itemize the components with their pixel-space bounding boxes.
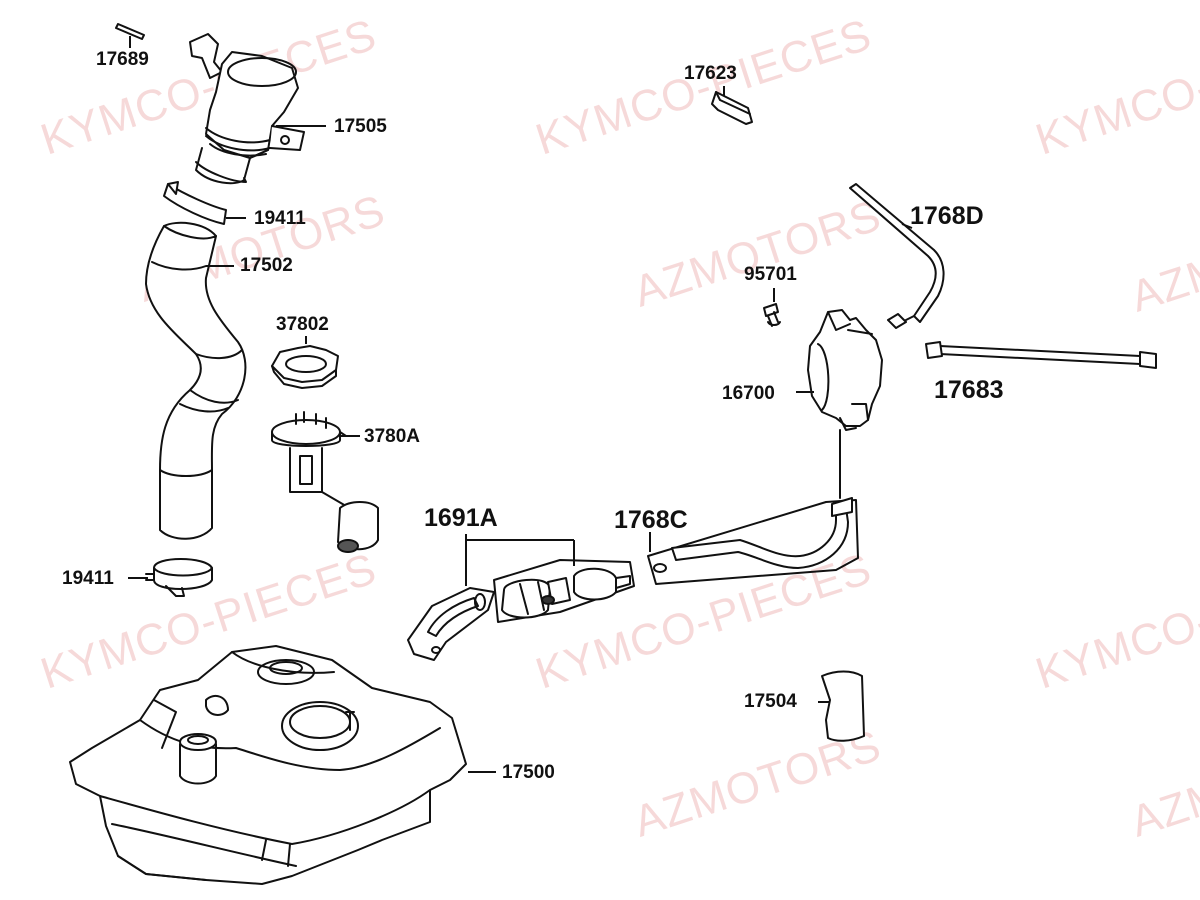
part-label-17504: 17504 — [744, 691, 797, 712]
part-label-1768D: 1768D — [910, 202, 984, 230]
part-label-3780A: 3780A — [364, 426, 420, 447]
part-label-37802: 37802 — [276, 314, 329, 335]
part-17505-filler-neck — [189, 33, 305, 185]
part-label-16700: 16700 — [722, 383, 775, 404]
part-17504-pad — [821, 670, 865, 742]
part-19411-clamp-upper — [163, 181, 227, 225]
part-95701-bolt — [763, 303, 781, 327]
leader-lines — [128, 36, 913, 773]
part-label-17623: 17623 — [684, 63, 737, 84]
part-label-17500: 17500 — [502, 762, 555, 783]
part-17623-clip — [711, 91, 753, 125]
part-label-95701: 95701 — [744, 264, 797, 285]
part-17689-pin — [115, 23, 145, 40]
part-37802-gasket — [271, 345, 339, 389]
part-1691A-filter — [407, 559, 635, 661]
part-label-17683: 17683 — [934, 376, 1004, 404]
part-3780A-fuel-sender — [271, 411, 379, 553]
part-1768C-hose — [647, 497, 859, 585]
part-17683-tube — [925, 341, 1157, 369]
part-label-1691A: 1691A — [424, 504, 498, 532]
part-16700-valve — [807, 309, 883, 431]
part-label-17502: 17502 — [240, 255, 293, 276]
part-label-17689: 17689 — [96, 49, 149, 70]
part-17500-fuel-tank — [69, 645, 467, 885]
part-1768D-hose — [849, 183, 945, 329]
part-label-17505: 17505 — [334, 116, 387, 137]
part-label-1768C: 1768C — [614, 506, 688, 534]
part-17502-hose — [145, 221, 247, 540]
part-label-19411: 19411 — [254, 208, 306, 229]
part-19411-clamp-lower — [145, 558, 213, 597]
part-label-19411: 19411 — [62, 568, 114, 589]
